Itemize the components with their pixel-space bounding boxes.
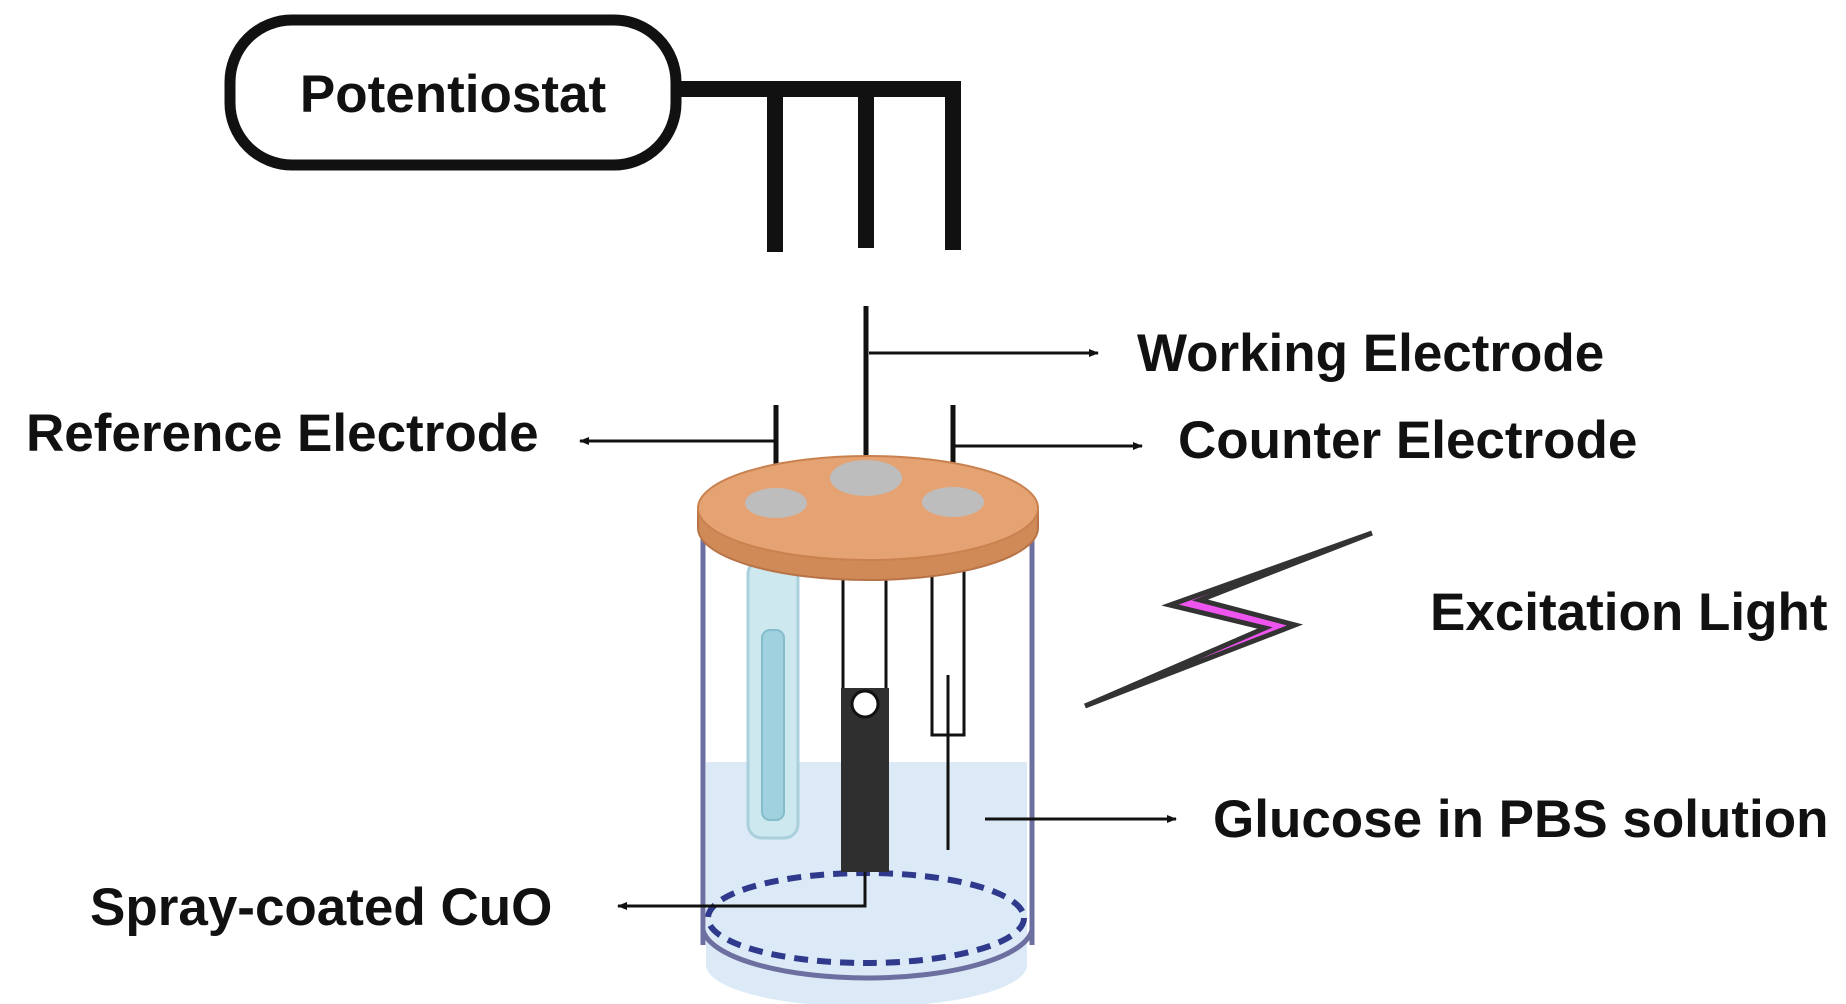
potentiostat: Potentiostat	[224, 14, 682, 171]
potentiostat-leads	[676, 81, 961, 252]
beaker-bottom	[700, 929, 1035, 981]
lid	[697, 455, 1039, 581]
reference-electrode	[746, 405, 800, 840]
lid-top	[697, 455, 1039, 561]
working-clip-screw	[850, 689, 880, 719]
counter-electrode-label: Counter Electrode	[1178, 411, 1637, 470]
spray-coated-label: Spray-coated CuO	[90, 878, 552, 937]
lightning-bolt-icon	[1084, 530, 1373, 709]
reference-electrode-label: Reference Electrode	[26, 404, 539, 463]
hole-counter	[922, 487, 984, 517]
potentiostat-label: Potentiostat	[300, 65, 606, 124]
glucose-solution-label: Glucose in PBS solution	[1213, 790, 1828, 849]
cuo-film	[841, 745, 889, 872]
hole-working	[830, 460, 902, 496]
working-holder	[841, 573, 888, 692]
working-electrode-label: Working Electrode	[1137, 324, 1604, 383]
excitation-light: Excitation Light	[1084, 530, 1828, 709]
callouts	[579, 349, 1177, 910]
reference-tube-inner	[761, 629, 785, 821]
excitation-light-label: Excitation Light	[1430, 583, 1828, 642]
arrow-spray	[617, 872, 867, 910]
hole-reference	[745, 488, 807, 518]
working-electrode	[841, 306, 889, 872]
beaker	[700, 538, 1035, 981]
